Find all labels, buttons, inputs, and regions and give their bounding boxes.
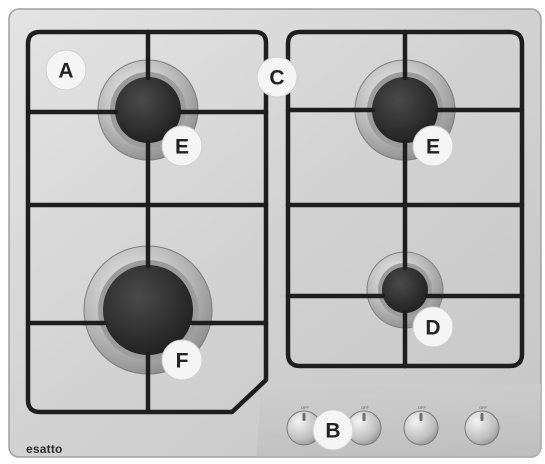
marker-a-label: A (58, 60, 73, 83)
marker-e-left-label: E (175, 136, 189, 159)
marker-c-label: C (269, 67, 284, 90)
marker-b: B (313, 410, 353, 450)
knob-3-label: OFF (418, 405, 427, 410)
marker-a: A (46, 50, 86, 90)
knob-1-label: OFF (301, 405, 310, 410)
marker-d: D (413, 307, 453, 347)
marker-e-right-label: E (426, 136, 440, 159)
brand-logo: esatto (26, 442, 63, 456)
marker-f: F (162, 340, 202, 380)
marker-e-right: E (413, 126, 453, 166)
marker-f-label: F (176, 350, 189, 373)
marker-c: C (257, 57, 297, 97)
marker-d-label: D (425, 317, 440, 340)
knob-2-label: OFF (361, 405, 370, 410)
knob-4-label: OFF (479, 405, 488, 410)
marker-b-label: B (325, 420, 340, 443)
marker-e-left: E (162, 126, 202, 166)
